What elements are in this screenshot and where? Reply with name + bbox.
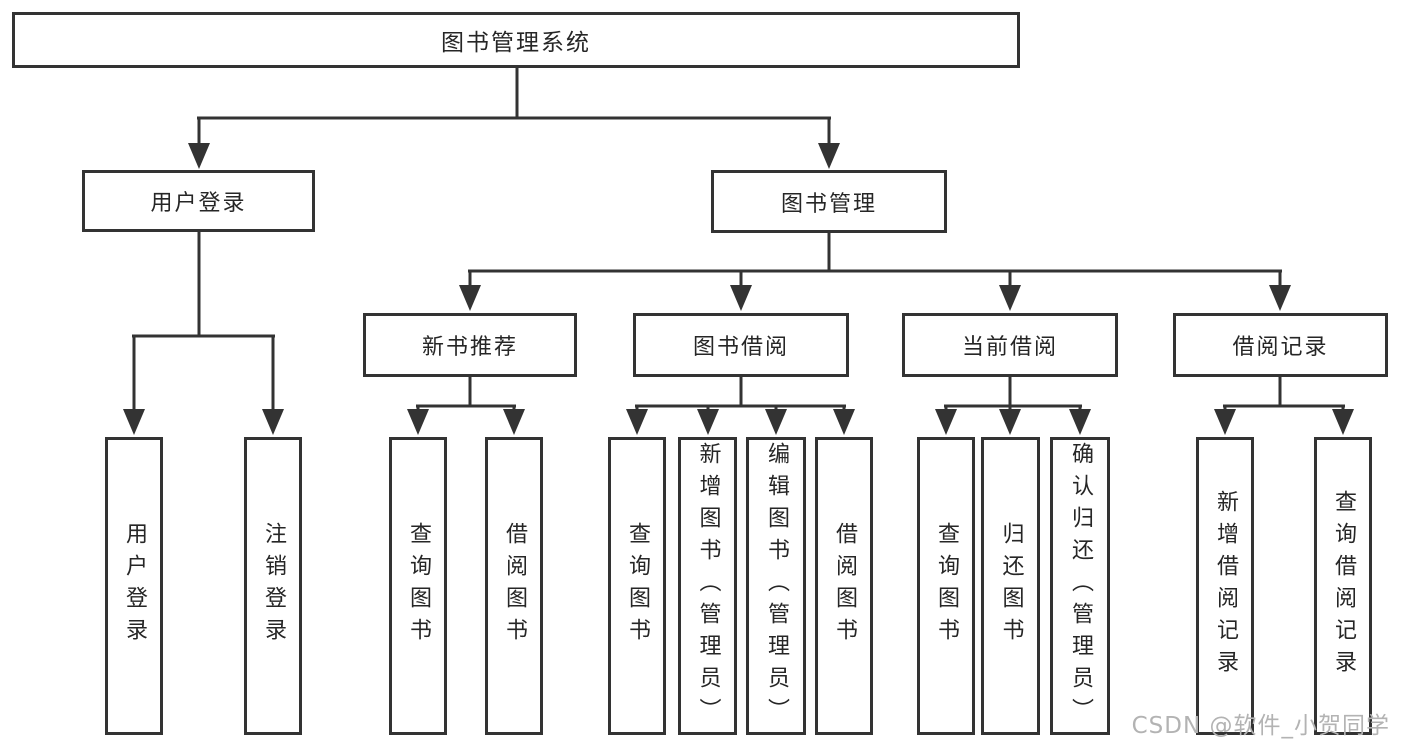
- leaf-records-query-record-label: 查询借阅记录: [1331, 490, 1356, 682]
- leaf-current-confirm-return-admin-label: 确认归还（管理员）: [1068, 442, 1093, 730]
- node-borrowing-records: 借阅记录: [1173, 313, 1388, 377]
- leaf-user-login: 用户登录: [105, 437, 163, 735]
- leaf-recommend-query-books-label: 查询图书: [406, 522, 431, 650]
- node-current-borrowing: 当前借阅: [902, 313, 1118, 377]
- leaf-records-add-record: 新增借阅记录: [1196, 437, 1254, 735]
- leaf-recommend-query-books: 查询图书: [389, 437, 447, 735]
- leaf-logout: 注销登录: [244, 437, 302, 735]
- leaf-borrowing-edit-books-admin: 编辑图书（管理员）: [746, 437, 806, 735]
- leaf-user-login-label: 用户登录: [122, 522, 147, 650]
- leaf-recommend-borrow-books-label: 借阅图书: [502, 522, 527, 650]
- leaf-recommend-borrow-books: 借阅图书: [485, 437, 543, 735]
- leaf-current-confirm-return-admin: 确认归还（管理员）: [1050, 437, 1110, 735]
- node-book-management: 图书管理: [711, 170, 947, 233]
- leaf-current-return-books: 归还图书: [981, 437, 1040, 735]
- csdn-watermark: CSDN @软件_小贺同学: [1131, 713, 1390, 739]
- leaf-borrowing-query-books-label: 查询图书: [625, 522, 650, 650]
- leaf-current-query-books: 查询图书: [917, 437, 975, 735]
- node-user-login: 用户登录: [82, 170, 315, 232]
- leaf-borrowing-add-books-admin: 新增图书（管理员）: [678, 437, 737, 735]
- node-library-management-system: 图书管理系统: [12, 12, 1020, 68]
- leaf-logout-label: 注销登录: [261, 522, 286, 650]
- node-book-borrowing: 图书借阅: [633, 313, 849, 377]
- node-new-book-recommend: 新书推荐: [363, 313, 577, 377]
- leaf-borrowing-borrow-books: 借阅图书: [815, 437, 873, 735]
- leaf-current-query-books-label: 查询图书: [934, 522, 959, 650]
- leaf-borrowing-edit-books-admin-label: 编辑图书（管理员）: [764, 442, 789, 730]
- leaf-records-query-record: 查询借阅记录: [1314, 437, 1372, 735]
- leaf-borrowing-add-books-admin-label: 新增图书（管理员）: [695, 442, 721, 730]
- leaf-current-return-books-label: 归还图书: [998, 522, 1024, 650]
- leaf-records-add-record-label: 新增借阅记录: [1213, 490, 1238, 682]
- leaf-borrowing-query-books: 查询图书: [608, 437, 666, 735]
- leaf-borrowing-borrow-books-label: 借阅图书: [832, 522, 857, 650]
